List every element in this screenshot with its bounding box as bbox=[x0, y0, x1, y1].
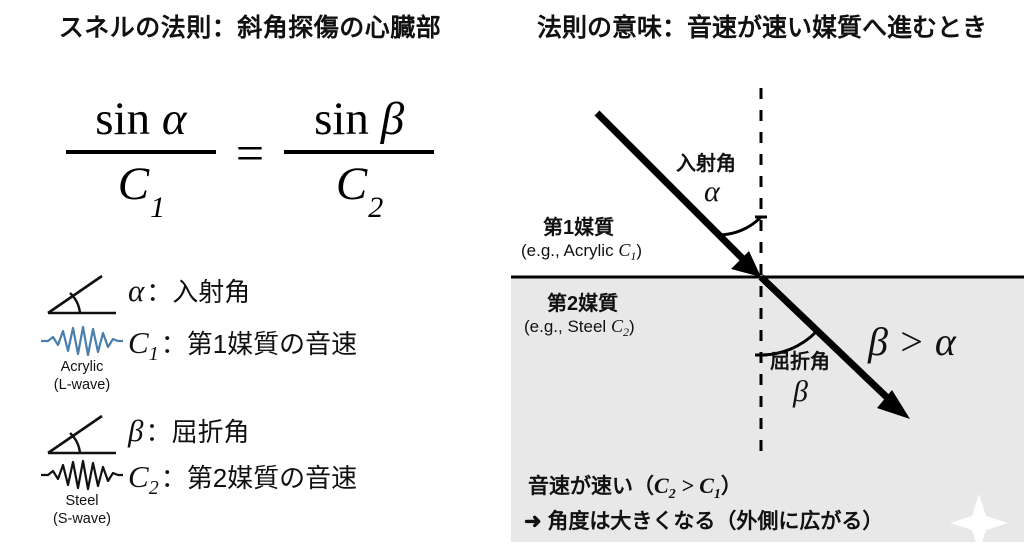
legend-caption-line1: Acrylic bbox=[60, 359, 104, 375]
legend-label: ：屈折角 bbox=[145, 417, 250, 447]
conclusion-pre: 音速が速い（ bbox=[528, 475, 654, 498]
medium2-note-post: ) bbox=[628, 317, 635, 336]
waveform-icon-glyph bbox=[41, 459, 123, 491]
legend-symbol-sub: 1 bbox=[148, 343, 159, 365]
conclusion-post: ） bbox=[720, 475, 742, 498]
fraction-bar-left bbox=[65, 149, 216, 154]
conclusion-c2: C2 bbox=[654, 473, 676, 502]
sparkle-icon bbox=[950, 494, 1008, 552]
conclusion-c1-sub: 1 bbox=[713, 487, 721, 502]
c-symbol-right: C bbox=[335, 157, 368, 210]
comparison-operator: > bbox=[897, 319, 925, 364]
fraction-right-denominator: C2 bbox=[328, 157, 390, 223]
angle-comparison: β > α bbox=[868, 318, 956, 365]
refraction-diagram bbox=[511, 88, 1024, 552]
incident-angle-label: 入射角 bbox=[676, 153, 736, 175]
angle-icon bbox=[36, 412, 128, 458]
sin-label-left: sin bbox=[95, 93, 151, 145]
c-subscript-right: 2 bbox=[368, 191, 384, 225]
medium1-note-symbol: C1 bbox=[618, 240, 637, 263]
left-panel: スネルの法則：斜角探傷の心臓部 sin α C1 = sin β C2 bbox=[0, 0, 500, 559]
legend-label: ：入射角 bbox=[146, 277, 251, 307]
refraction-angle-label: 屈折角 bbox=[770, 351, 830, 373]
list-item: β：屈折角 bbox=[36, 412, 249, 458]
angle-icon-glyph bbox=[47, 274, 116, 315]
legend-text: C2：第2媒質の音速 bbox=[128, 458, 358, 499]
legend-symbol-base: C bbox=[128, 325, 149, 360]
medium2-c: C bbox=[610, 316, 623, 336]
medium1-note: (e.g., Acrylic C1) bbox=[521, 240, 642, 263]
incident-ray-arrowhead bbox=[731, 251, 761, 277]
waveform-icon-glyph bbox=[41, 325, 123, 357]
legend-label: ：第2媒質の音速 bbox=[160, 463, 358, 493]
page-title-right: 法則の意味：音速が速い媒質へ進むとき bbox=[536, 14, 987, 42]
medium2-note: (e.g., Steel C2) bbox=[524, 316, 635, 339]
waveform-icon-steel: Steel (S-wave) bbox=[36, 458, 128, 527]
angle-icon bbox=[36, 272, 128, 318]
medium1-c-sub: 1 bbox=[630, 249, 637, 263]
page-title-left: スネルの法則：斜角探傷の心臓部 bbox=[58, 14, 442, 42]
legend-text: β：屈折角 bbox=[128, 412, 249, 449]
medium2-note-symbol: C2 bbox=[610, 316, 629, 339]
legend-label: ：第1媒質の音速 bbox=[160, 329, 358, 359]
comparison-beta: β bbox=[868, 319, 888, 364]
right-panel: 法則の意味：音速が速い媒質へ進むとき bbox=[500, 0, 1024, 559]
fraction-left: sin α C1 bbox=[65, 94, 216, 224]
legend-caption-line2: (S-wave) bbox=[52, 510, 111, 527]
refraction-angle-symbol: β bbox=[793, 375, 808, 408]
conclusion-c2-base: C bbox=[654, 473, 669, 498]
beta-symbol-right: β bbox=[380, 93, 405, 145]
medium2-label: 第2媒質 bbox=[547, 293, 619, 315]
medium1-note-post: ) bbox=[636, 241, 642, 260]
legend-symbol: C2 bbox=[128, 459, 159, 499]
c-symbol-left: C bbox=[117, 157, 150, 210]
list-item: α：入射角 bbox=[36, 272, 250, 318]
conclusion-c2-sub: 2 bbox=[668, 487, 676, 502]
fraction-right: sin β C2 bbox=[284, 94, 435, 224]
fraction-left-denominator: C1 bbox=[110, 157, 172, 223]
legend-symbol: C1 bbox=[128, 325, 159, 365]
conclusion-gt: > bbox=[675, 473, 700, 498]
medium1-note-pre: (e.g., Acrylic bbox=[521, 241, 619, 260]
medium2-note-pre: (e.g., Steel bbox=[524, 317, 611, 336]
medium1-c: C bbox=[618, 240, 631, 260]
medium2-c-sub: 2 bbox=[622, 325, 629, 339]
conclusion-line-2: ➜ 角度は大きくなる（外側に広がる） bbox=[524, 510, 884, 533]
waveform-icon-acrylic: Acrylic (L-wave) bbox=[36, 324, 128, 393]
list-item: Steel (S-wave) C2：第2媒質の音速 bbox=[36, 458, 357, 527]
legend-symbol: β bbox=[128, 413, 144, 448]
incidence-angle-arc bbox=[718, 215, 763, 237]
legend-symbol-sub: 2 bbox=[148, 477, 159, 499]
snells-law-formula: sin α C1 = sin β C2 bbox=[0, 94, 500, 224]
legend-caption-line2: (L-wave) bbox=[53, 376, 111, 393]
legend-caption-line1: Steel bbox=[65, 493, 99, 509]
comparison-alpha: α bbox=[934, 319, 956, 364]
legend-symbol-base: C bbox=[128, 459, 149, 494]
medium1-label: 第1媒質 bbox=[543, 217, 615, 239]
fraction-bar-right bbox=[284, 149, 435, 154]
sin-label-right: sin bbox=[314, 93, 369, 145]
c-subscript-left: 1 bbox=[150, 191, 166, 225]
alpha-symbol-left: α bbox=[161, 93, 187, 145]
fraction-left-numerator: sin α bbox=[87, 94, 194, 145]
refracted-ray-arrowhead bbox=[877, 390, 910, 419]
medium2-region bbox=[511, 278, 1024, 542]
list-item: Acrylic (L-wave) C1：第1媒質の音速 bbox=[36, 324, 357, 393]
angle-icon-glyph bbox=[47, 414, 116, 455]
conclusion-line-1: 音速が速い（C2 > C1） bbox=[528, 470, 742, 502]
conclusion-c1-base: C bbox=[699, 473, 714, 498]
conclusion-c1: C1 bbox=[699, 473, 721, 502]
incident-ray bbox=[594, 110, 761, 277]
legend-text: C1：第1媒質の音速 bbox=[128, 324, 358, 365]
legend-symbol: α bbox=[128, 273, 145, 308]
fraction-right-numerator: sin β bbox=[306, 94, 412, 145]
refracted-ray bbox=[758, 274, 910, 419]
legend-text: α：入射角 bbox=[128, 272, 250, 309]
incident-angle-symbol: α bbox=[704, 175, 720, 208]
equals-sign: = bbox=[235, 125, 265, 182]
